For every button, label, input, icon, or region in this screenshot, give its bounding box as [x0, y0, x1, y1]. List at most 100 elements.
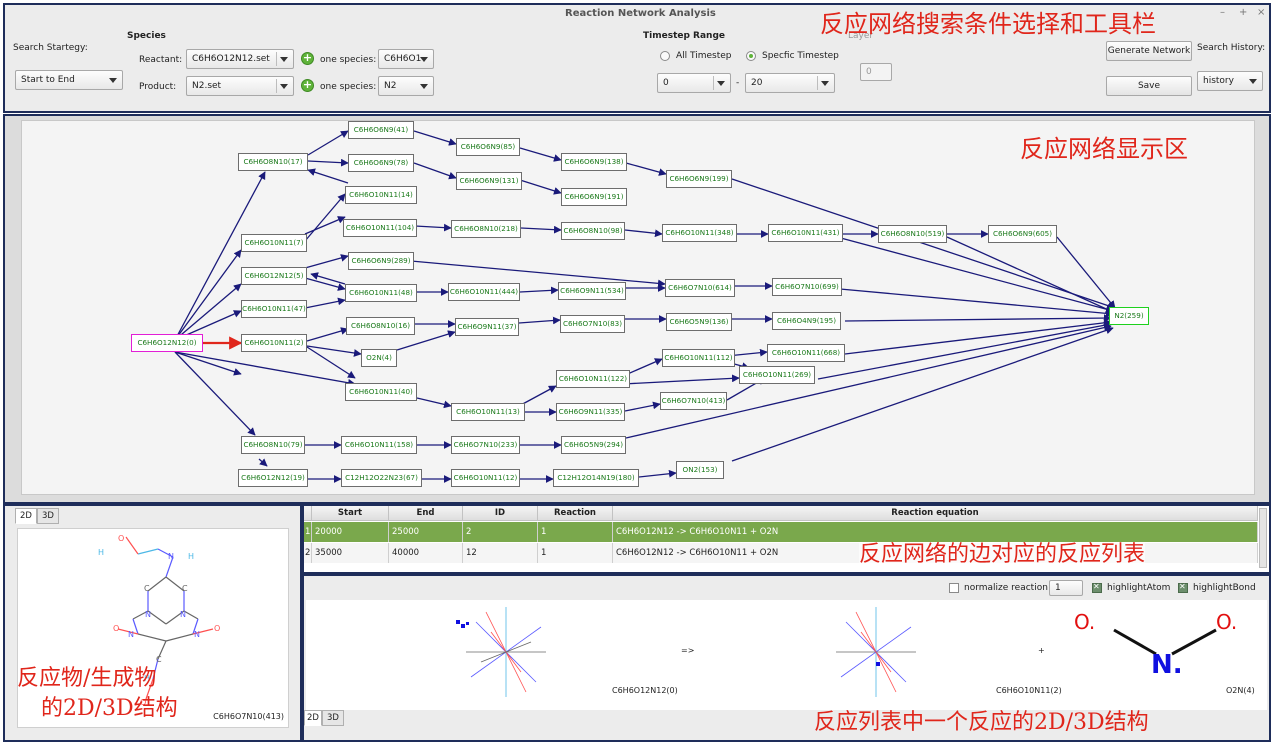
network-node[interactable]: C6H6O6N9(41) [348, 121, 414, 139]
generate-network-button[interactable]: Generate Network [1106, 41, 1192, 61]
reactant-select[interactable]: C6H6O12N12.set [186, 49, 294, 69]
network-node[interactable]: C6H6O10N11(40) [345, 383, 417, 401]
specific-timestep-radio[interactable] [746, 51, 756, 61]
network-node[interactable]: C6H6O10N11(269) [739, 366, 815, 384]
table-scrollbar[interactable] [1259, 508, 1267, 568]
network-node[interactable]: C6H6O5N9(136) [666, 313, 732, 331]
column-header-end[interactable]: End [389, 506, 463, 521]
network-node[interactable]: C6H6O12N12(5) [241, 267, 307, 285]
network-node[interactable]: C6H6O8N10(218) [451, 220, 521, 238]
window-close-icon[interactable]: × [1257, 7, 1266, 18]
network-node[interactable]: C6H6O10N11(668) [767, 344, 845, 362]
reaction-tab-2d[interactable]: 2D [304, 710, 322, 726]
network-node[interactable]: C6H6O10N11(431) [768, 224, 843, 242]
column-header-reaction-equation[interactable]: Reaction equation [613, 506, 1258, 521]
network-node[interactable]: C6H6O6N9(605) [988, 225, 1057, 243]
layer-value: 0 [866, 67, 872, 77]
network-node[interactable]: C6H6O6N9(138) [561, 153, 627, 171]
network-node[interactable]: C6H6O7N10(614) [665, 279, 735, 297]
window-minimize-icon[interactable]: – [1220, 7, 1225, 18]
product-one-species-select[interactable]: N2 [378, 76, 434, 96]
network-target-node[interactable]: N2(259) [1109, 307, 1149, 325]
structure-annotation-line2: 的2D/3D结构 [41, 696, 178, 721]
network-node[interactable]: C6H6O7N10(233) [451, 436, 520, 454]
add-reactant-icon[interactable]: + [301, 51, 314, 65]
network-node[interactable]: C6H6O6N9(78) [348, 154, 414, 172]
cell-end: 40000 [389, 543, 463, 563]
network-node[interactable]: C6H6O7N10(83) [560, 315, 625, 333]
column-header-start[interactable]: Start [312, 506, 389, 521]
network-node[interactable]: C12H12O14N19(180) [553, 469, 639, 487]
network-node[interactable]: C6H6O6N9(131) [456, 172, 522, 190]
column-header-reaction-number[interactable]: Reaction Number [538, 506, 613, 533]
normalize-reaction-checkbox[interactable] [949, 583, 959, 593]
network-node[interactable]: C6H6O12N12(19) [238, 469, 308, 487]
history-select[interactable]: history [1197, 71, 1263, 91]
network-node[interactable]: C6H6O10N11(444) [448, 283, 520, 301]
reactant-one-species-value: C6H6O1 [384, 54, 422, 64]
network-node[interactable]: C6H6O10N11(12) [451, 469, 520, 487]
network-node[interactable]: C6H6O10N11(348) [662, 224, 737, 242]
network-node[interactable]: C6H6O10N11(48) [345, 284, 417, 302]
network-node[interactable]: C6H6O10N11(2) [241, 334, 307, 352]
window-maximize-icon[interactable]: + [1239, 7, 1248, 18]
network-node[interactable]: C6H6O7N10(413) [660, 392, 727, 410]
network-node[interactable]: C6H6O4N9(195) [772, 312, 841, 330]
network-node[interactable]: C6H6O10N11(7) [241, 234, 307, 252]
network-node[interactable]: C6H6O8N10(98) [561, 222, 625, 240]
table-row[interactable]: 1 20000 25000 2 1 C6H6O12N12 -> C6H6O10N… [304, 522, 1258, 542]
network-node[interactable]: C6H6O10N11(158) [341, 436, 417, 454]
molecule-structure-drawing: O H N H C C N N O O N N C H O [98, 534, 220, 707]
network-node[interactable]: C6H6O10N11(104) [343, 219, 417, 237]
network-node[interactable]: C6H6O6N9(199) [666, 170, 732, 188]
network-node[interactable]: C6H6O9N11(37) [455, 318, 519, 336]
column-header-id[interactable]: ID [463, 506, 538, 521]
network-node[interactable]: C12H12O22N23(67) [341, 469, 422, 487]
network-node[interactable]: C6H6O6N9(191) [561, 188, 627, 206]
reactant-one-species-select[interactable]: C6H6O1 [378, 49, 434, 69]
species-label: Species [127, 31, 166, 41]
normalize-value: 1 [1055, 583, 1061, 593]
highlight-atom-checkbox[interactable] [1092, 582, 1102, 593]
network-node[interactable]: C6H6O10N11(122) [556, 370, 630, 388]
network-node[interactable]: C6H6O5N9(294) [561, 436, 626, 454]
network-source-node[interactable]: C6H6O12N12(0) [131, 334, 203, 352]
add-product-icon[interactable]: + [301, 78, 314, 92]
highlight-bond-checkbox[interactable] [1178, 582, 1188, 593]
network-node[interactable]: C6H6O6N9(289) [348, 252, 414, 270]
network-node[interactable]: C6H6O10N11(112) [662, 349, 735, 367]
all-timestep-radio[interactable] [660, 51, 670, 61]
network-node[interactable]: C6H6O8N10(16) [346, 317, 415, 335]
svg-text:C: C [144, 584, 150, 593]
network-node[interactable]: ON2(153) [676, 461, 724, 479]
network-node[interactable]: C6H6O8N10(79) [241, 436, 305, 454]
network-node[interactable]: C6H6O8N10(17) [238, 153, 308, 171]
layer-spinbox[interactable]: 0 [860, 63, 892, 81]
network-canvas[interactable] [21, 120, 1255, 495]
product-one-species-value: N2 [384, 81, 397, 91]
timestep-from-value: 0 [663, 78, 669, 88]
timestep-to-select[interactable]: 20 [745, 73, 835, 93]
reaction-tab-3d[interactable]: 3D [322, 710, 344, 726]
save-button[interactable]: Save [1106, 76, 1192, 96]
normalize-spinbox[interactable]: 1 [1049, 580, 1083, 596]
product-select[interactable]: N2.set [186, 76, 294, 96]
reactant-one-species-label: one species: [320, 55, 377, 65]
network-node[interactable]: C6H6O7N10(699) [772, 278, 842, 296]
network-node[interactable]: C6H6O8N10(519) [878, 225, 947, 243]
network-node[interactable]: C6H6O10N11(47) [241, 300, 307, 318]
network-node[interactable]: C6H6O9N11(534) [558, 282, 626, 300]
network-node[interactable]: C6H6O9N11(335) [556, 403, 625, 421]
network-node[interactable]: C6H6O10N11(14) [345, 186, 417, 204]
layer-label: Layer [848, 31, 874, 41]
search-strategy-select[interactable]: Start to End [15, 70, 123, 90]
network-node[interactable]: C6H6O10N11(13) [451, 403, 525, 421]
window-title: Reaction Network Analysis [565, 8, 716, 19]
timestep-from-select[interactable]: 0 [657, 73, 731, 93]
product-molecule-drawing [836, 607, 916, 697]
network-node[interactable]: O2N(4) [361, 349, 397, 367]
network-node[interactable]: C6H6O6N9(85) [456, 138, 520, 156]
tab-2d[interactable]: 2D [15, 508, 37, 524]
tab-3d[interactable]: 3D [37, 508, 59, 524]
chevron-down-icon [1249, 79, 1257, 84]
